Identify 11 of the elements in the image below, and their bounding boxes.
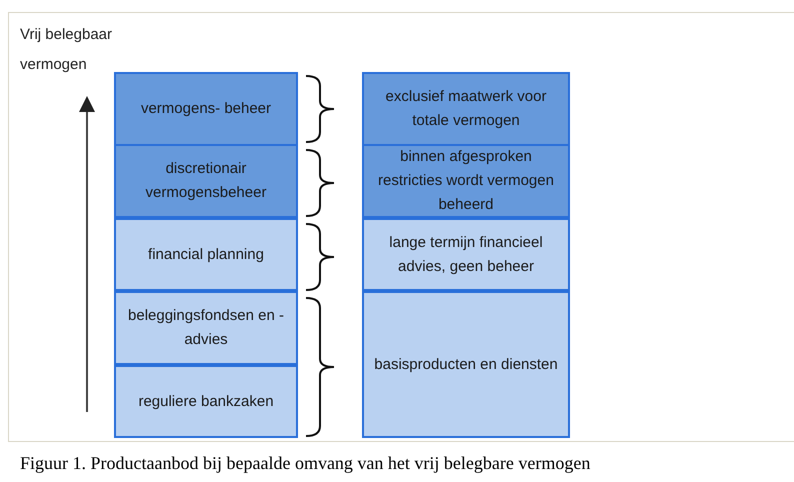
tier-box: exclusief maatwerk voor totale vermogen [362,72,570,146]
tier-box: lange termijn financieel advies, geen beheer [362,218,570,291]
tier-box: beleggingsfondsen en -advies [114,291,298,365]
tier-box: financial planning [114,218,298,291]
tier-box: discretionair vermogensbeheer [114,144,298,218]
tier-box: basisproducten en diensten [362,291,570,438]
tier-box: binnen afgesproken restricties wordt vermogen beheerd [362,144,570,218]
tier-box: vermogens- beheer [114,72,298,146]
tier-box: reguliere bankzaken [114,365,298,438]
axis-label: Vrij belegbaar vermogen [20,25,113,75]
figure-caption: Figuur 1. Productaanbod bij bepaalde omvang van het vrij belegbare vermogen [20,452,590,475]
